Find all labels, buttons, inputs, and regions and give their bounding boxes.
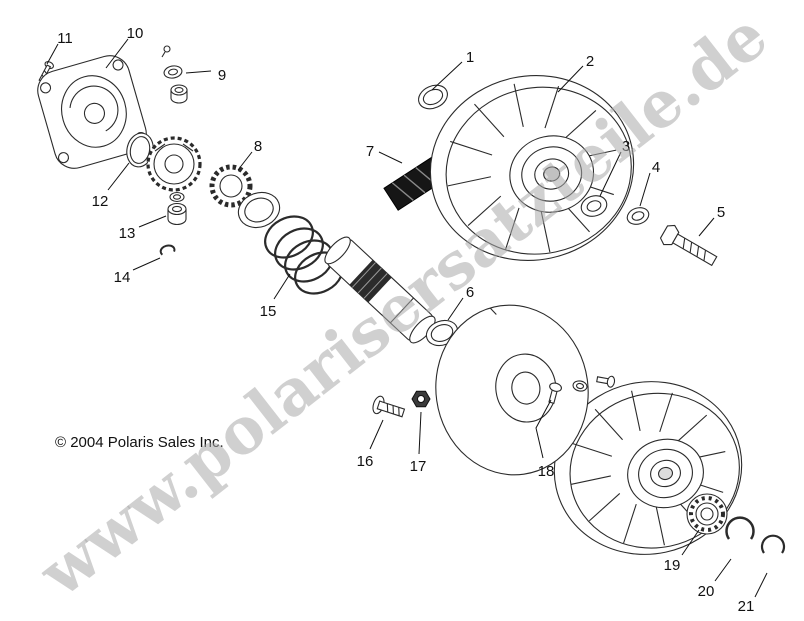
part-18-fastener-icon bbox=[548, 382, 562, 404]
part-13-bushing-icon bbox=[167, 202, 187, 226]
callout-label-21: 21 bbox=[738, 598, 755, 615]
clutch-shaft-icon bbox=[324, 236, 436, 344]
small-washer-icon bbox=[169, 191, 185, 203]
callout-label-3: 3 bbox=[622, 138, 630, 155]
callout-leader-13 bbox=[138, 215, 167, 228]
callout-label-17: 17 bbox=[410, 458, 427, 475]
callout-label-14: 14 bbox=[114, 269, 131, 286]
part-20-snap-ring-icon bbox=[725, 516, 755, 540]
callout-leader-12 bbox=[107, 162, 130, 191]
callout-leader-21 bbox=[754, 572, 768, 598]
callout-label-13: 13 bbox=[119, 225, 136, 242]
callout-label-15: 15 bbox=[260, 303, 277, 320]
callout-label-16: 16 bbox=[357, 453, 374, 470]
callout-leader-16 bbox=[369, 419, 384, 450]
callout-leader-8 bbox=[237, 151, 253, 171]
callout-leader-1 bbox=[431, 61, 463, 91]
part-17-nut-icon bbox=[411, 390, 431, 408]
part-18-bolt-icon bbox=[596, 375, 616, 388]
callout-label-10: 10 bbox=[127, 25, 144, 42]
part-3-washer-icon bbox=[580, 195, 608, 217]
part-5-bolt-icon bbox=[659, 224, 718, 267]
callout-label-20: 20 bbox=[698, 583, 715, 600]
callout-label-7: 7 bbox=[366, 143, 374, 160]
part-8-lock-washer-icon bbox=[209, 164, 253, 208]
part-4-washer-icon bbox=[626, 207, 650, 225]
part-18-washer-icon bbox=[572, 380, 588, 392]
callout-label-1: 1 bbox=[466, 49, 474, 66]
callout-label-18: 18 bbox=[538, 463, 555, 480]
spider-cam-icon bbox=[146, 136, 202, 192]
copyright-text: © 2004 Polaris Sales Inc. bbox=[55, 434, 224, 451]
callout-leader-4 bbox=[639, 172, 651, 207]
callout-label-19: 19 bbox=[664, 557, 681, 574]
callout-label-4: 4 bbox=[652, 159, 660, 176]
part-10-cover-plate-icon bbox=[37, 55, 147, 169]
callout-label-6: 6 bbox=[466, 284, 474, 301]
callout-leader-11 bbox=[46, 43, 59, 65]
callout-leader-10 bbox=[105, 38, 129, 69]
callout-label-5: 5 bbox=[717, 204, 725, 221]
callout-leader-9 bbox=[185, 70, 212, 74]
callout-leader-7 bbox=[378, 151, 403, 164]
callout-label-2: 2 bbox=[586, 53, 594, 70]
callout-leader-3 bbox=[599, 151, 622, 197]
part-1-ring-icon bbox=[418, 84, 448, 110]
part-21-snap-ring-icon bbox=[760, 534, 786, 554]
part-19-bearing-icon bbox=[686, 493, 728, 535]
callout-leader-14 bbox=[132, 257, 161, 271]
callout-leader-19 bbox=[681, 529, 700, 556]
callout-label-11: 11 bbox=[57, 30, 73, 47]
part-9-hardware-stack-icon bbox=[161, 45, 188, 104]
callout-label-8: 8 bbox=[254, 138, 262, 155]
callout-leader-18 bbox=[535, 399, 552, 459]
callout-leader-15 bbox=[273, 273, 291, 300]
callout-leader-2 bbox=[557, 65, 584, 93]
callout-leader-6 bbox=[447, 297, 464, 321]
callout-leader-20 bbox=[714, 558, 732, 582]
callout-label-9: 9 bbox=[218, 67, 226, 84]
part-14-clip-icon bbox=[159, 244, 176, 256]
callout-label-12: 12 bbox=[92, 193, 109, 210]
part-16-bolt-icon bbox=[372, 395, 406, 418]
part-2-clutch-sheave-icon bbox=[429, 74, 635, 262]
clutch-plate-disc-icon bbox=[435, 304, 589, 476]
callout-leader-5 bbox=[698, 217, 715, 237]
callout-leader-17 bbox=[418, 411, 422, 455]
bearing-ring-icon bbox=[237, 191, 281, 229]
